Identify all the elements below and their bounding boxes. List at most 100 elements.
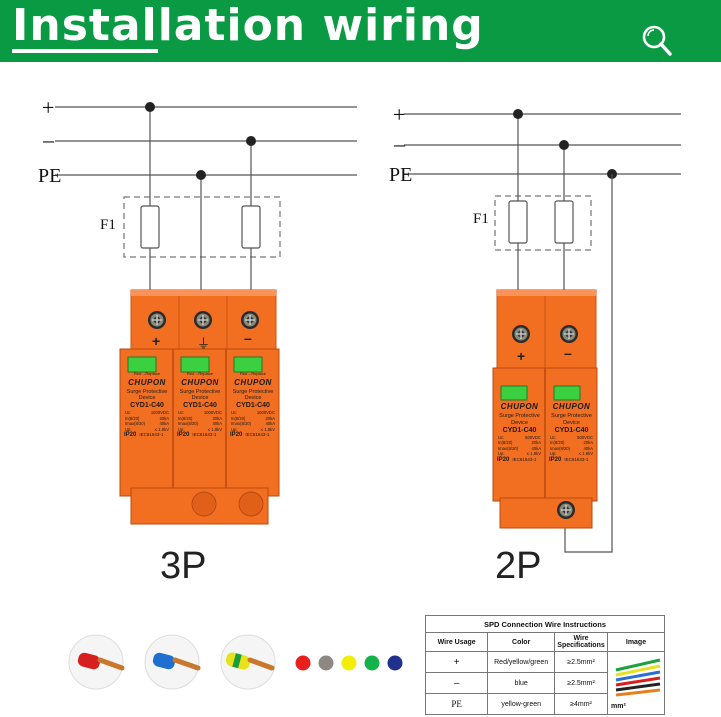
spec-key: Imax(8/20) — [125, 421, 146, 427]
spec-value: 20kA — [159, 415, 169, 421]
table-row: + Red/yellow/green ≥2.5mm² mm² — [424, 651, 665, 715]
standard-code: IEC61643-1 — [245, 432, 270, 438]
spec-key: Up: — [498, 451, 505, 457]
module-text: Surge Protective — [179, 388, 221, 395]
standard-code: IEC61643-1 — [192, 432, 217, 438]
spec-value: 20kA — [265, 415, 275, 421]
junction-dot — [559, 140, 569, 150]
ip-rating: IP20 — [497, 456, 510, 463]
brand-logo: CHUPON — [500, 402, 539, 411]
spec-key: Uc: — [550, 434, 557, 440]
spec-value: 40kA — [583, 445, 593, 451]
color-swatch — [318, 655, 334, 671]
module-text: Device — [138, 395, 156, 402]
standard-code: IEC61643-1 — [512, 456, 537, 462]
spec-value: 1000VDC — [256, 410, 275, 416]
page-title: Installation wiring — [12, 0, 484, 51]
spec-row: Uc: 500VDC — [546, 435, 597, 440]
spec-row: Up:≤ 1.8kV — [227, 427, 279, 432]
spec-row: Imax(8/20) 40kA — [121, 421, 173, 426]
yellow-green-wire-sample — [220, 634, 276, 690]
wiring-3p — [55, 102, 357, 296]
terminal-plus-2p: + — [517, 348, 526, 364]
brand-logo: CHUPON — [181, 377, 219, 387]
wiring-2p — [404, 109, 681, 553]
table-row: PE yellow-green ≥4mm² — [424, 693, 665, 715]
spec-key: In(8/20) — [498, 440, 513, 446]
spec-key: Imax(8/20) — [498, 445, 519, 451]
spec-row: In(8/20) 20kA — [174, 416, 226, 421]
module-text: Device — [511, 419, 528, 426]
col-wire-usage: Wire Usage — [424, 632, 489, 652]
pe-ground-wire — [564, 174, 613, 553]
plus-label-3p: + — [42, 95, 55, 120]
fuse-symbol — [140, 205, 160, 249]
spec-value: 500VDC — [577, 434, 593, 440]
spec-value: ≤ 1.8kV — [260, 426, 275, 432]
blue-wire-sample — [144, 634, 201, 690]
search-icon[interactable] — [640, 24, 674, 58]
spec-row: Up:≤ 1.8kV — [494, 451, 545, 456]
brand-logo: CHUPON — [552, 402, 591, 411]
brand-logo: CHUPON — [234, 377, 272, 387]
spec-value: 40kA — [265, 421, 275, 427]
terminal-minus-2p: – — [564, 345, 572, 361]
spec-key: Up: — [550, 451, 557, 457]
ip-rating: IP20 — [549, 456, 562, 463]
spec-value: ≤ 1.8kV — [578, 451, 593, 457]
module-text: CYD1-C40 — [130, 402, 164, 410]
module-text: Surge Protective — [499, 413, 540, 420]
title-underline — [12, 49, 158, 53]
spec-row: In(8/20)20kA — [494, 440, 545, 445]
junction-dot — [145, 102, 155, 112]
spec-value: 20kA — [583, 440, 593, 446]
module-text: CYD1-C40 — [502, 426, 537, 434]
module-text: Red→Replace — [239, 371, 266, 376]
fuse-box-3p — [123, 196, 281, 258]
table-caption: SPD Connection Wire Instructions — [425, 615, 665, 633]
spec-value: 40kA — [159, 421, 169, 427]
junction-dot — [513, 109, 523, 119]
spec-key: In(8/20) — [125, 415, 140, 421]
junction-dot — [246, 136, 256, 146]
spec-row: Up: ≤ 1.8kV — [121, 427, 173, 432]
ip-rating: IP20 — [230, 432, 243, 439]
fuse-symbol — [241, 205, 261, 249]
fuse-label-3p: F1 — [100, 217, 116, 233]
spec-key: Up: — [125, 426, 132, 432]
image-mm-label: mm² — [611, 703, 626, 710]
header-banner: Installation wiring — [0, 0, 721, 62]
module-text: Device — [563, 419, 580, 426]
standard-code: IEC61643-1 — [139, 432, 164, 438]
spec-value: 500VDC — [525, 434, 541, 440]
brand-logo: CHUPON — [128, 377, 166, 387]
spec-key: Uc: — [178, 410, 185, 416]
red-wire-sample — [68, 634, 125, 690]
spec-value: ≤ 1.8kV — [154, 426, 169, 432]
spd-instructions-table: SPD Connection Wire Instructions Wire Us… — [424, 615, 665, 715]
plus-label-2p: + — [393, 102, 406, 127]
fuse-symbol — [508, 200, 528, 244]
spec-value: ≤ 1.8kV — [207, 426, 222, 432]
spec-value: 20kA — [212, 415, 222, 421]
module-text: Device — [244, 395, 262, 402]
spd-2p-device — [492, 289, 598, 529]
minus-label-2p: – — [394, 131, 405, 156]
junction-dot — [196, 170, 206, 180]
color-swatch — [364, 655, 380, 671]
color-swatch — [295, 655, 311, 671]
spec-value: 1000VDC — [150, 410, 169, 416]
pe-label-3p: PE — [38, 165, 62, 187]
spec-key: In(8/20) — [178, 415, 193, 421]
spd-3p-device — [119, 289, 280, 525]
module-text: Red→Replace — [133, 371, 160, 376]
color-swatch — [387, 655, 403, 671]
